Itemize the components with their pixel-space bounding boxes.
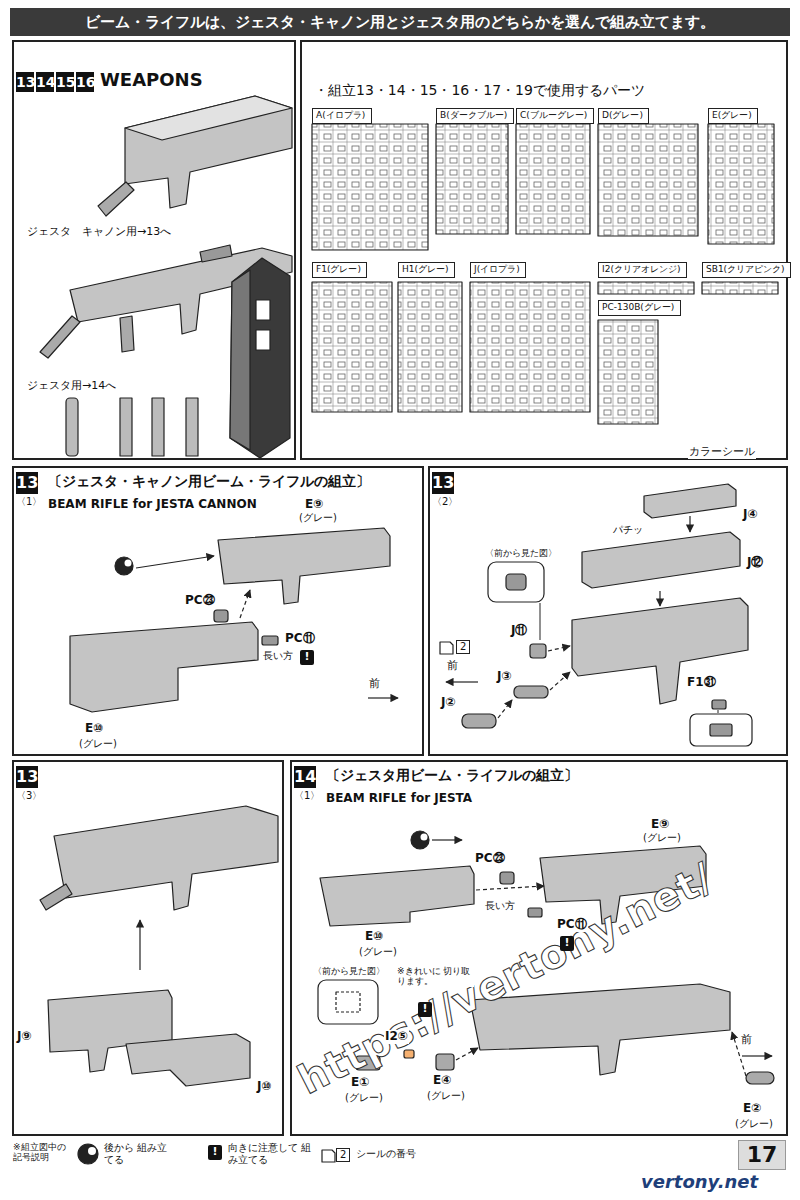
weapons-panel: 13141516 WEAPONS (12, 40, 296, 460)
runner-tag: H1(グレー) (398, 262, 455, 278)
part-number: J⑪ (510, 624, 528, 638)
panel-heading: 17 (740, 1142, 784, 1167)
runner-tag: J(イロプラ) (470, 262, 526, 278)
panel-heading: 13 (16, 766, 38, 788)
runner-tag: PC-130B(グレー) (598, 300, 681, 316)
runner-tag: C(ブルーグレー) (516, 108, 594, 124)
part-number: PC㉓ (184, 594, 216, 608)
sticker-number: 2 (456, 640, 470, 654)
step-panel: 13〈3〉 (12, 760, 284, 1136)
runner-name: I2(クリアオレンジ) (602, 264, 680, 275)
variant-note: ジェスタ キャノン用→13へ (26, 226, 172, 239)
runner-name: SB1(クリアピンク) (706, 264, 785, 275)
color-note: (グレー) (426, 1090, 466, 1102)
runner-name: E(グレー) (712, 110, 752, 121)
sound-label: パチッ (612, 524, 644, 536)
runner-name: B(ダークブルー) (440, 110, 507, 121)
panel-heading: BEAM RIFLE for JESTA CANNON (48, 498, 257, 512)
part-number: J⑫ (746, 556, 764, 570)
step-panel: 13 〔ジェスタ・キャノン用ビーム・ライフルの組立〕〈1〉 BEAM RIFLE f… (12, 466, 424, 756)
legend-text: シールの番号 (356, 1148, 446, 1160)
runner-tag: E(グレー) (708, 108, 758, 124)
color-note: (グレー) (734, 1118, 774, 1130)
color-note: (グレー) (358, 946, 398, 958)
panel-heading: 14 (294, 766, 316, 788)
direction-label: 前 (368, 678, 381, 691)
color-note: (グレー) (344, 1092, 384, 1104)
color-note: (グレー) (642, 832, 682, 844)
part-number: I2⑤ (384, 1030, 409, 1044)
part-number: E④ (432, 1074, 452, 1088)
runner-tag: B(ダークブルー) (436, 108, 514, 124)
panel-heading: 14 (36, 72, 54, 92)
cut-note: ※きれいに 切り取ります。 (396, 966, 474, 987)
legend-text: 向きに注意して 組み立てる (228, 1142, 314, 1166)
part-number: E② (742, 1102, 762, 1116)
parts-panel: ・組立13・14・15・16・17・19で使用するパーツ A(イロプラ) B(ダーク… (300, 40, 788, 460)
watermark: vertony.net (640, 1172, 759, 1193)
panel-heading: 13 (16, 472, 38, 494)
part-number: PC⑪ (284, 632, 316, 646)
panel-heading: 〈1〉 (16, 496, 42, 508)
runner-name: F1(グレー) (316, 264, 361, 275)
runner-name: H1(グレー) (402, 264, 449, 275)
part-number: J② (440, 696, 457, 710)
part-number: E① (350, 1076, 370, 1090)
panel-heading: 〔ジェスタ・キャノン用ビーム・ライフルの組立〕 (48, 473, 370, 489)
part-number: PC⑪ (556, 918, 588, 932)
runner-name: PC-130B(グレー) (602, 302, 674, 313)
legend-heading: ※組立図中の 記号説明 (12, 1142, 76, 1163)
view-label: 〈前から見た図〉 (484, 548, 558, 558)
variant-note: ジェスタ用→14へ (26, 380, 117, 393)
runner-tag: SB1(クリアピンク) (702, 262, 791, 278)
panel-heading: 〔ジェスタ用ビーム・ライフルの組立〕 (326, 767, 578, 783)
warning-mark: ! (418, 1002, 432, 1017)
runner-name: C(ブルーグレー) (520, 110, 587, 121)
direction-label: 前 (446, 660, 459, 673)
title-band: ビーム・ライフルは、ジェスタ・キャノン用とジェスタ用のどちらかを選んで組み立てま… (10, 8, 790, 36)
warning-mark: ! (560, 936, 574, 951)
part-number: E⑨ (650, 818, 670, 832)
part-number: E⑨ (304, 498, 324, 512)
panel-heading: ・組立13・14・15・16・17・19で使用するパーツ (314, 82, 645, 98)
runner-tag: F1(グレー) (312, 262, 367, 278)
part-number: J④ (742, 508, 759, 522)
panel-heading: 13 (16, 72, 34, 92)
panel-heading: 〈1〉 (294, 790, 320, 802)
panel-heading: 13 (432, 472, 454, 494)
sticker-number: 2 (336, 1148, 350, 1162)
page-number: 17 (738, 1140, 786, 1170)
legend-text: 後から 組み立てる (104, 1142, 174, 1166)
runner-name: A(イロプラ) (316, 110, 365, 121)
part-number: J⑩ (256, 1080, 273, 1094)
note: 長い方 (484, 900, 516, 912)
note: 長い方 (262, 650, 294, 662)
warning-mark: ! (300, 650, 314, 665)
part-number: J⑨ (16, 1030, 33, 1044)
runner-name: D(グレー) (602, 110, 643, 121)
warning-mark: ! (208, 1145, 222, 1160)
direction-label: 前 (740, 1034, 753, 1047)
part-number: E⑩ (364, 930, 384, 944)
panel-heading: 〈2〉 (432, 496, 458, 508)
panel-heading: BEAM RIFLE for JESTA (326, 792, 472, 806)
runner-tag: A(イロプラ) (312, 108, 372, 124)
sheet-name: カラーシール (688, 446, 756, 459)
runner-name: J(イロプラ) (474, 264, 520, 275)
step-panel: 13 〈2〉 (428, 466, 788, 756)
runner-tag: I2(クリアオレンジ) (598, 262, 687, 278)
part-number: PC㉓ (474, 852, 506, 866)
color-note: (グレー) (78, 738, 118, 750)
panel-heading: 16 (76, 72, 94, 92)
part-number: F1㉛ (686, 676, 717, 690)
panel-heading: 15 (56, 72, 74, 92)
panel-heading: 〈3〉 (16, 790, 42, 802)
panel-heading: WEAPONS (100, 70, 203, 91)
part-number: J③ (496, 670, 513, 684)
part-number: E⑩ (84, 722, 104, 736)
view-label: 〈前から見た図〉 (312, 966, 386, 976)
color-note: (グレー) (298, 512, 338, 524)
runner-tag: D(グレー) (598, 108, 649, 124)
